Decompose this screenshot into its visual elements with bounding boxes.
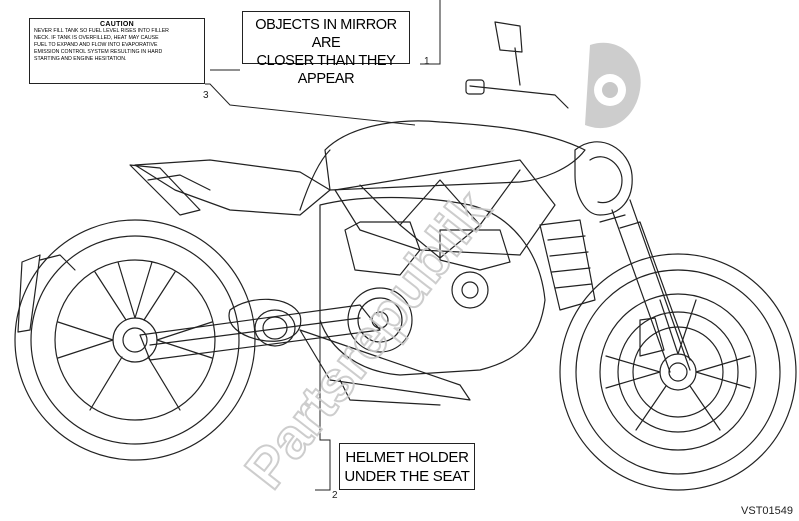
- caution-line: EMISSION CONTROL SYSTEM RESULTING IN HAR…: [34, 49, 163, 55]
- callout-number-2: 2: [332, 490, 338, 501]
- callout-number-3: 3: [203, 90, 209, 101]
- mirror-label-line2: CLOSER THAN THEY APPEAR: [256, 53, 396, 87]
- callout-number-1: 1: [424, 56, 430, 67]
- helmet-label-line1: HELMET HOLDER: [345, 449, 469, 466]
- caution-text: NEVER FILL TANK SO FUEL LEVEL RISES INTO…: [34, 28, 200, 63]
- front-wheel: [559, 253, 797, 491]
- drawing-code: VST01549: [741, 505, 793, 517]
- mirror-label: OBJECTS IN MIRROR ARE CLOSER THAN THEY A…: [242, 11, 410, 87]
- caution-line: STARTING AND ENGINE HESITATION.: [34, 56, 127, 62]
- caution-line: NEVER FILL TANK SO FUEL LEVEL RISES INTO…: [34, 28, 169, 34]
- caution-title: CAUTION: [100, 21, 134, 28]
- caution-line: FUEL TO EXPAND AND FLOW INTO EVAPORATIVE: [34, 42, 158, 48]
- rear-wheel: [14, 219, 256, 461]
- helmet-label: HELMET HOLDER UNDER THE SEAT: [339, 443, 475, 490]
- helmet-label-line2: UNDER THE SEAT: [344, 468, 470, 485]
- leader-line-caution: [205, 83, 416, 126]
- mirror-label-line1: OBJECTS IN MIRROR ARE: [255, 17, 397, 51]
- caution-label: CAUTION NEVER FILL TANK SO FUEL LEVEL RI…: [29, 18, 205, 84]
- caution-line: NECK. IF TANK IS OVERFILLED, HEAT MAY CA…: [34, 35, 159, 41]
- leader-line-mirror: [420, 0, 441, 65]
- leader-line-helmet: [315, 300, 331, 491]
- gear-icon: [585, 42, 641, 129]
